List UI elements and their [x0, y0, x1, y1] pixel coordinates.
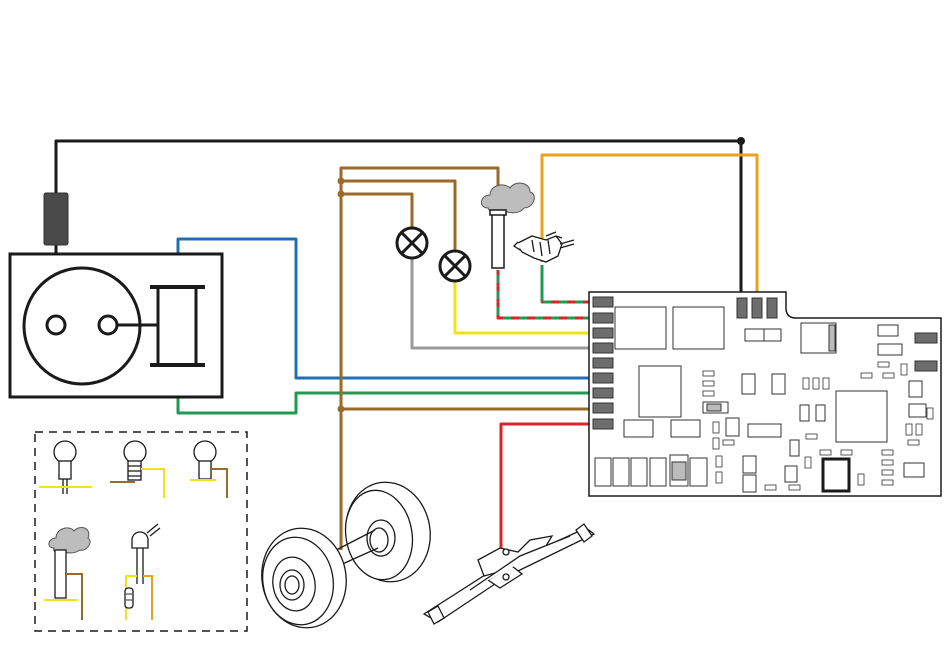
- led-option: [125, 524, 160, 620]
- motor-terminal-left: [47, 316, 65, 334]
- junction-dot: [338, 406, 345, 413]
- wire-green-dash: [498, 270, 591, 318]
- smoke-tube-cap: [490, 210, 506, 215]
- plug-icon: [516, 236, 562, 262]
- chip: [673, 307, 724, 349]
- bulb-option-3: [190, 441, 227, 498]
- junction-dot: [338, 191, 345, 198]
- wheelset: [254, 475, 438, 634]
- decoder: [589, 292, 941, 496]
- light-options-legend: [35, 432, 247, 631]
- smoke-generator: [481, 183, 534, 268]
- bulb-option-1: [39, 441, 92, 494]
- wire-green: [178, 366, 591, 413]
- smoke-icon: [481, 183, 534, 213]
- junction-dot: [338, 178, 345, 185]
- pickup-shoe: [424, 524, 594, 624]
- microcontroller: [836, 391, 887, 442]
- wire-yellow: [455, 282, 591, 333]
- motor: [10, 254, 222, 397]
- smoke-option: [44, 527, 90, 620]
- bulb-option-2: [110, 441, 164, 498]
- decoder-pads-left: [593, 297, 613, 429]
- chip: [615, 307, 666, 349]
- wire-orange: [542, 155, 757, 298]
- wire-green-plug: [542, 265, 591, 302]
- inductor-choke-icon: [44, 193, 68, 245]
- wire-blue: [178, 239, 591, 378]
- chip: [639, 366, 681, 417]
- lamps: [397, 228, 470, 281]
- lamp-front: [397, 228, 427, 258]
- decoder-pads-top: [737, 298, 777, 318]
- junction-dot: [737, 137, 745, 145]
- smoke-tube: [492, 212, 504, 268]
- wire-red-smoke: [498, 270, 591, 318]
- speaker-connector: [514, 232, 574, 262]
- lamp-rear: [440, 251, 470, 281]
- motor-terminal-right: [99, 316, 117, 334]
- capacitor-icon: [158, 287, 196, 365]
